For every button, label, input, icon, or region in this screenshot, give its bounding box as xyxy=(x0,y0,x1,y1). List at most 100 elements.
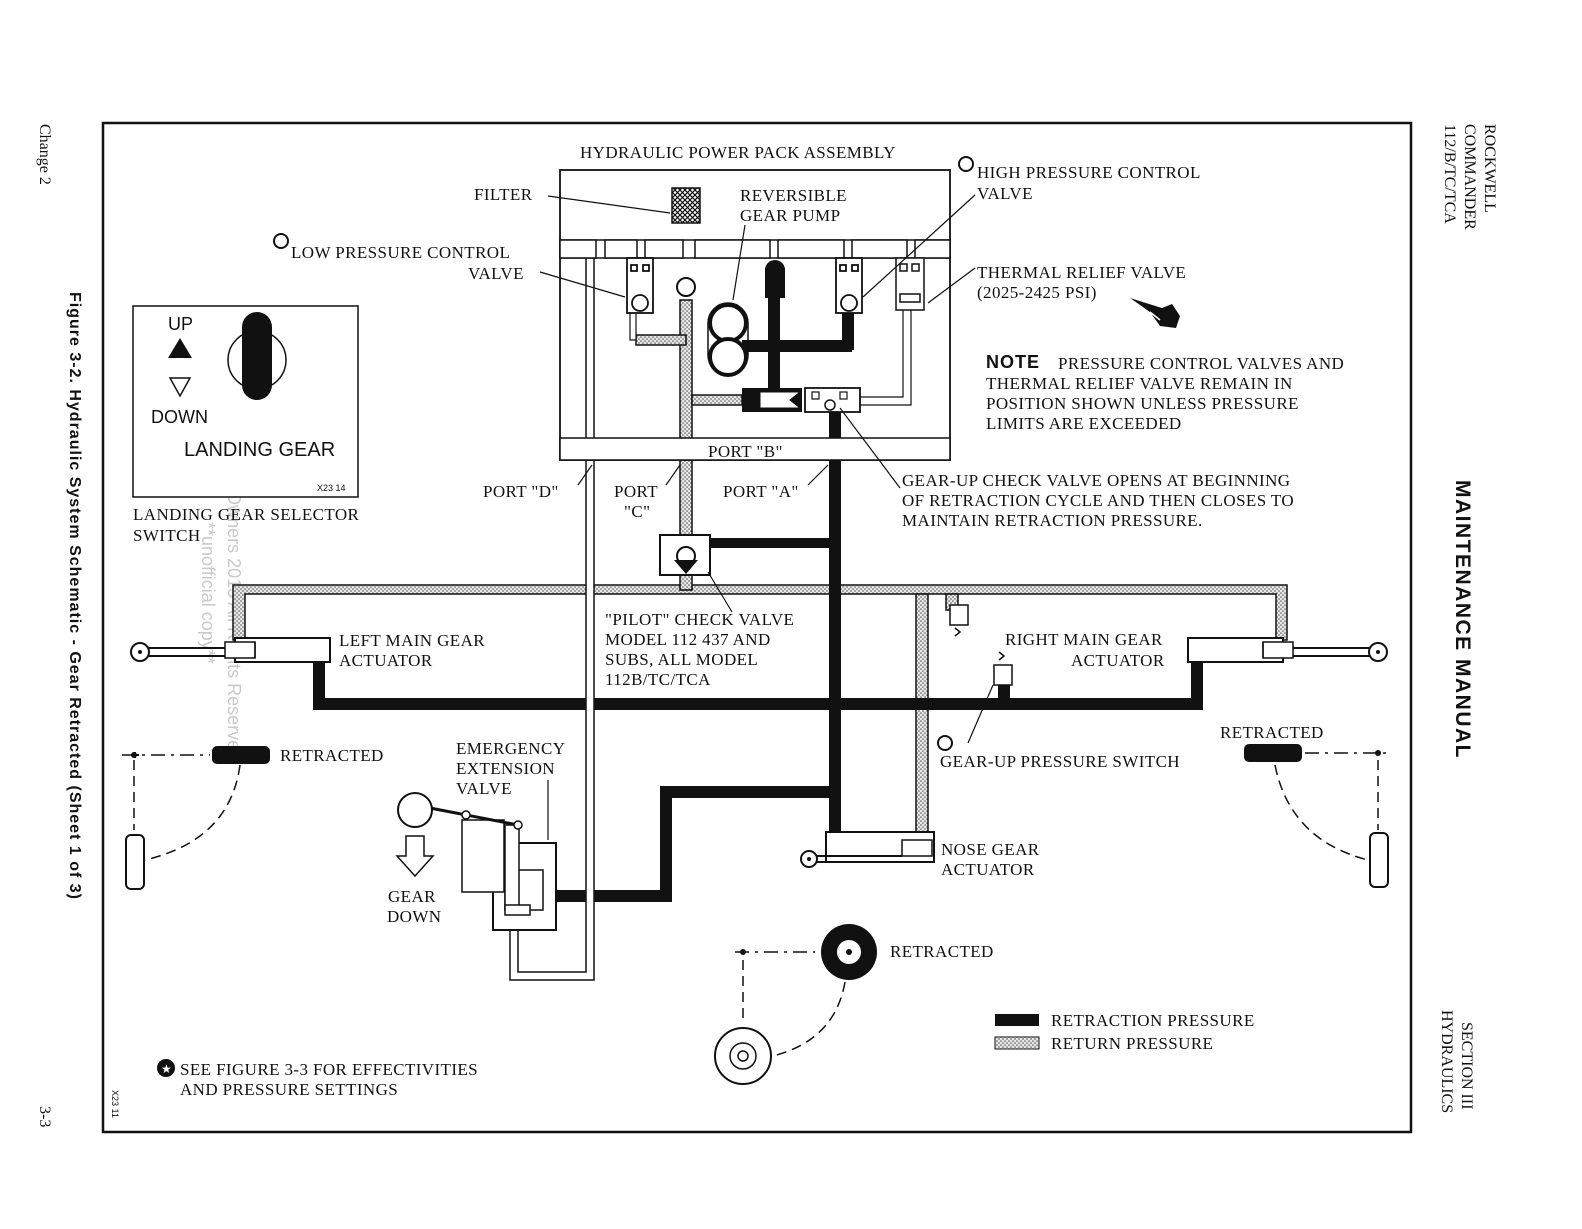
retraction-lines xyxy=(313,268,1203,902)
note-label: NOTE xyxy=(986,352,1040,372)
nose-wheel-diagram xyxy=(714,924,877,1085)
pump-gear-top xyxy=(708,303,748,343)
pilot-check-label-2: MODEL 112 437 AND xyxy=(605,630,771,649)
up-arrow-icon xyxy=(168,338,192,358)
pilot-check-valve xyxy=(659,534,711,576)
selector-caption-1: LANDING GEAR SELECTOR xyxy=(133,505,360,524)
pointing-hand-icon xyxy=(1130,298,1180,328)
pilot-check-label-3: SUBS, ALL MODEL xyxy=(605,650,758,669)
nose-gear-actuator xyxy=(800,831,935,868)
gear-down-label-1: GEAR xyxy=(388,887,436,906)
figure-caption: Figure 3-2. Hydraulic System Schematic -… xyxy=(66,292,83,900)
left-main-label-2: ACTUATOR xyxy=(339,651,433,670)
note-line-2: THERMAL RELIEF VALVE REMAIN IN xyxy=(986,374,1293,393)
left-main-label-1: LEFT MAIN GEAR xyxy=(339,631,485,650)
pump-label-1: REVERSIBLE xyxy=(740,186,847,205)
manual-title: MAINTENANCE MANUAL xyxy=(1451,480,1474,759)
change-label: Change 2 xyxy=(36,124,53,185)
right-main-gear-actuator xyxy=(1187,637,1388,663)
high-pressure-valve xyxy=(835,257,863,314)
star-icon xyxy=(937,735,953,751)
low-pressure-label-1: LOW PRESSURE CONTROL xyxy=(291,243,510,262)
star-icon xyxy=(157,1059,175,1077)
filter-port xyxy=(676,277,696,297)
low-pressure-label-2: VALVE xyxy=(468,264,524,283)
legend-return-swatch xyxy=(994,1036,1040,1050)
selector-up-label: UP xyxy=(168,314,193,334)
down-arrow-icon xyxy=(168,377,192,398)
right-retracted-label: RETRACTED xyxy=(1220,723,1324,742)
port-c-label-2: "C" xyxy=(624,502,650,521)
left-retracted-label: RETRACTED xyxy=(280,746,384,765)
figure-frame xyxy=(101,121,1413,1134)
note-line-3: POSITION SHOWN UNLESS PRESSURE xyxy=(986,394,1299,413)
emergency-handle-knob xyxy=(397,792,433,828)
emergency-label-1: EMERGENCY xyxy=(456,739,565,758)
gear-down-label-2: DOWN xyxy=(387,907,441,926)
pilot-check-label-4: 112B/TC/TCA xyxy=(605,670,711,689)
gear-up-check-label-2: OF RETRACTION CYCLE AND THEN CLOSES TO xyxy=(902,491,1294,510)
thermal-relief-label-2: (2025-2425 PSI) xyxy=(977,283,1097,302)
nose-gear-label-1: NOSE GEAR xyxy=(941,840,1040,859)
leader-lines xyxy=(539,194,994,840)
port-c-label-1: PORT xyxy=(614,482,658,501)
svg-text:★: ★ xyxy=(161,1062,172,1076)
filter-element xyxy=(671,187,701,224)
selector-down-label: DOWN xyxy=(151,407,208,427)
star-icon xyxy=(958,156,974,172)
right-main-label-2: ACTUATOR xyxy=(1071,651,1165,670)
note-line-1: PRESSURE CONTROL VALVES AND xyxy=(1058,354,1344,373)
legend-return-label: RETURN PRESSURE xyxy=(1051,1034,1213,1053)
low-pressure-valve xyxy=(626,257,654,314)
selector-switch-handle xyxy=(242,312,272,400)
gear-up-check-label-1: GEAR-UP CHECK VALVE OPENS AT BEGINNING xyxy=(902,471,1290,490)
legend: RETRACTION PRESSURE RETURN PRESSURE xyxy=(994,1011,1255,1053)
port-a-label: PORT "A" xyxy=(723,482,799,501)
publisher-line-2: COMMANDER xyxy=(1461,124,1478,230)
right-main-label-1: RIGHT MAIN GEAR xyxy=(1005,630,1163,649)
watermark-line-2: **unofficial copy** xyxy=(198,522,218,664)
high-pressure-label-1: HIGH PRESSURE CONTROL xyxy=(977,163,1201,182)
pump-outlet-valve xyxy=(765,260,785,280)
publisher-line-3: 112/B/TC/TCA xyxy=(1441,124,1458,224)
pilot-check-label-1: "PILOT" CHECK VALVE xyxy=(605,610,794,629)
left-main-gear-actuator xyxy=(130,637,331,663)
pump-label-2: GEAR PUMP xyxy=(740,206,840,225)
right-wheel-diagram xyxy=(1244,744,1390,888)
emergency-extension-valve xyxy=(397,792,557,931)
selector-panel-title: LANDING GEAR xyxy=(184,439,335,461)
low-pressure-line xyxy=(629,309,637,341)
star-icon xyxy=(273,233,289,249)
note-line-4: LIMITS ARE EXCEEDED xyxy=(986,414,1182,433)
figure-code: X23 11 xyxy=(110,1090,120,1118)
thermal-relief-label-1: THERMAL RELIEF VALVE xyxy=(977,263,1186,282)
thermal-relief-line xyxy=(859,304,912,406)
gear-down-arrow-icon xyxy=(395,835,435,878)
legend-retraction-swatch xyxy=(995,1014,1039,1026)
nose-gear-label-2: ACTUATOR xyxy=(941,860,1035,879)
port-d-label: PORT "D" xyxy=(483,482,559,501)
pressure-switch-label: GEAR-UP PRESSURE SWITCH xyxy=(940,752,1180,771)
page-number: 3-3 xyxy=(36,1106,53,1127)
filter-label: FILTER xyxy=(474,185,533,204)
star-marker-icons: ★ xyxy=(157,156,974,1077)
gear-up-check-label-3: MAINTAIN RETRACTION PRESSURE. xyxy=(902,511,1203,530)
gear-up-pressure-switch xyxy=(949,604,1013,686)
nose-retracted-label: RETRACTED xyxy=(890,942,994,961)
footnote-line-1: SEE FIGURE 3-3 FOR EFFECTIVITIES xyxy=(180,1060,478,1079)
power-pack-label: HYDRAULIC POWER PACK ASSEMBLY xyxy=(580,143,896,162)
gear-up-check-valve xyxy=(742,387,861,413)
legend-retraction-label: RETRACTION PRESSURE xyxy=(1051,1011,1255,1030)
selector-code: X23 14 xyxy=(317,483,346,493)
high-pressure-label-2: VALVE xyxy=(977,184,1033,203)
footnote-line-2: AND PRESSURE SETTINGS xyxy=(180,1080,398,1099)
selector-caption-2: SWITCH xyxy=(133,526,201,545)
section-line-1: SECTION III xyxy=(1458,1022,1475,1110)
publisher-line-1: ROCKWELL xyxy=(1481,124,1498,213)
power-pack xyxy=(559,169,951,461)
left-wheel-diagram xyxy=(122,746,270,890)
emergency-label-3: VALVE xyxy=(456,779,512,798)
landing-gear-selector-panel: UP DOWN LANDING GEAR X23 14 xyxy=(132,305,359,498)
